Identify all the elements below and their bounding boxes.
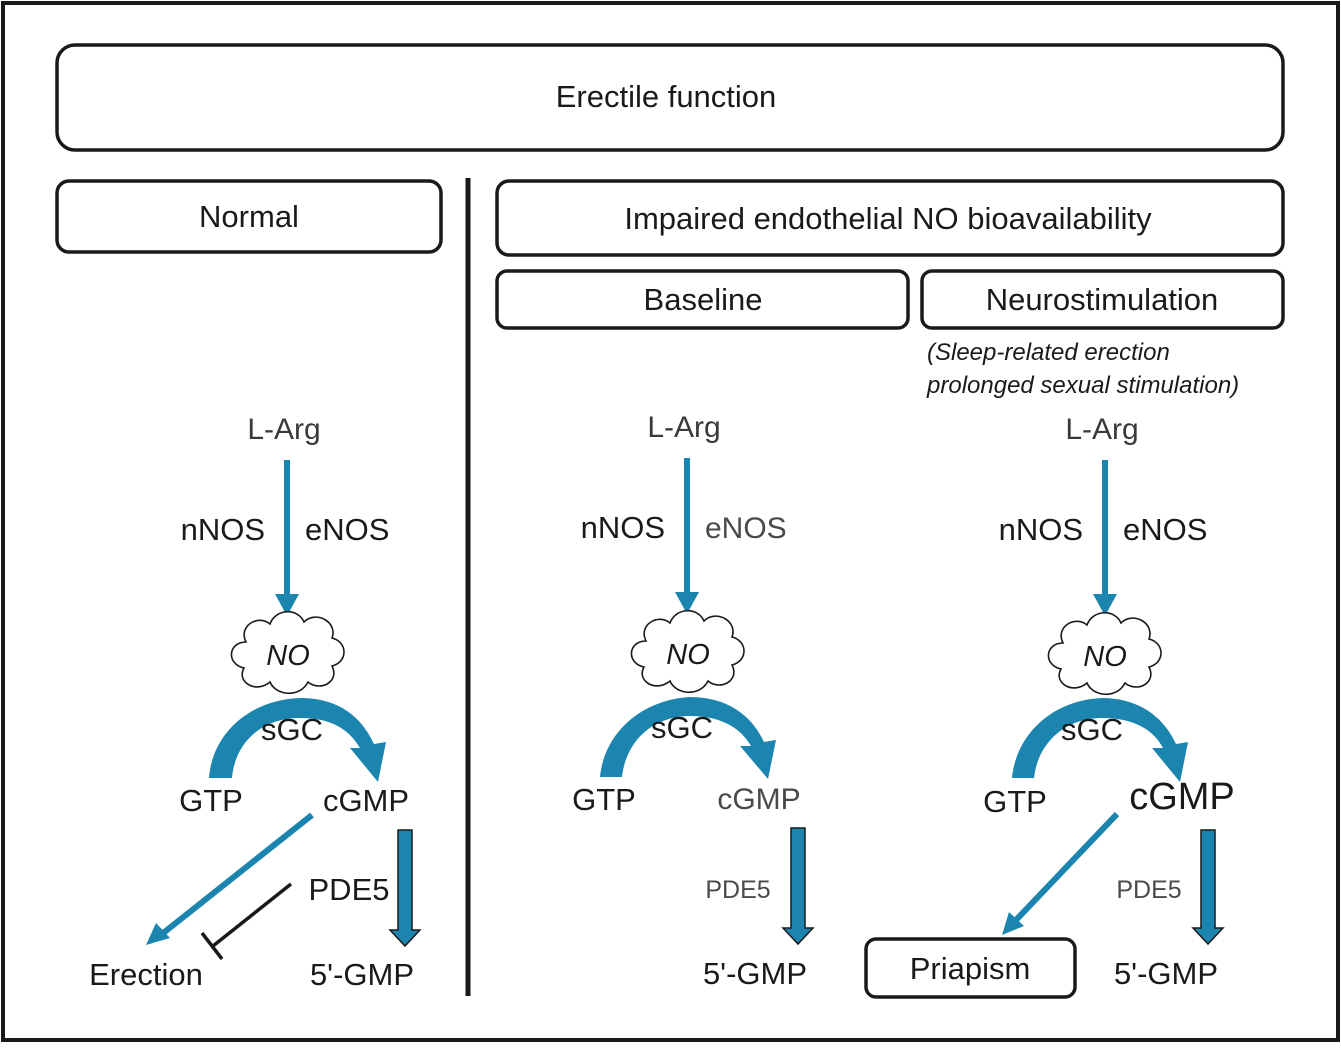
normal-pde5: PDE5 bbox=[309, 872, 390, 907]
priapism-box: Priapism bbox=[864, 937, 1077, 999]
baseline-gtp: GTP bbox=[572, 782, 636, 817]
diagram-title: Erectile function bbox=[556, 79, 777, 114]
neuro-nos-arrowhead bbox=[1093, 594, 1117, 616]
baseline-nnos: nNOS bbox=[581, 510, 665, 545]
normal-inhibition-bar bbox=[200, 931, 224, 961]
normal-nos-arrowhead bbox=[275, 594, 299, 616]
normal-pde5-arrow bbox=[388, 829, 422, 948]
neuro-note-line1: (Sleep-related erection bbox=[927, 339, 1170, 366]
normal-label: Normal bbox=[199, 199, 299, 234]
normal-outcome: Erection bbox=[89, 957, 203, 992]
neuro-priapism-arrowhead bbox=[1002, 912, 1024, 935]
neuro-enos: eNOS bbox=[1123, 512, 1207, 547]
neuro-no: NO bbox=[1083, 641, 1127, 673]
neuro-substrate: L-Arg bbox=[1065, 413, 1138, 446]
baseline-sgc-arrow bbox=[600, 697, 776, 779]
normal-pathway: L-Arg nNOS eNOS NO sGC GTP cGMP PDE5 Ere… bbox=[89, 413, 422, 992]
baseline-enos: eNOS bbox=[705, 512, 787, 545]
neuro-label: Neurostimulation bbox=[986, 282, 1219, 317]
neuro-pde5: PDE5 bbox=[1116, 876, 1181, 904]
neuro-outcome: Priapism bbox=[910, 951, 1031, 986]
normal-sgc-arrow bbox=[209, 698, 386, 782]
baseline-nos-arrowhead bbox=[675, 592, 699, 614]
normal-product: 5'-GMP bbox=[310, 957, 414, 992]
neuro-gtp: GTP bbox=[983, 784, 1047, 819]
baseline-substrate: L-Arg bbox=[647, 411, 720, 444]
baseline-pathway: L-Arg nNOS eNOS NO sGC GTP cGMP PDE5 5'-… bbox=[572, 411, 815, 991]
baseline-pde5: PDE5 bbox=[705, 876, 770, 904]
normal-erection-arrow bbox=[160, 812, 314, 937]
title-box: Erectile function bbox=[55, 43, 1285, 152]
normal-enos: eNOS bbox=[305, 512, 389, 547]
neuro-priapism-arrow bbox=[1013, 811, 1120, 923]
normal-cgmp: cGMP bbox=[323, 783, 409, 818]
baseline-no: NO bbox=[666, 639, 710, 671]
neuro-cgmp: cGMP bbox=[1129, 776, 1235, 818]
neuro-header-box: Neurostimulation bbox=[920, 269, 1285, 330]
neuro-sgc-arrow bbox=[1012, 698, 1188, 782]
baseline-cgmp: cGMP bbox=[717, 783, 800, 816]
normal-erection-arrowhead bbox=[146, 923, 170, 945]
normal-header-box: Normal bbox=[55, 179, 443, 254]
normal-gtp: GTP bbox=[179, 783, 243, 818]
baseline-label: Baseline bbox=[644, 282, 763, 317]
normal-inhibition-line bbox=[211, 882, 293, 948]
normal-substrate: L-Arg bbox=[247, 413, 320, 446]
baseline-header-box: Baseline bbox=[495, 269, 910, 330]
impaired-header-box: Impaired endothelial NO bioavailability bbox=[495, 179, 1285, 257]
neuro-note-line2: prolonged sexual stimulation) bbox=[926, 372, 1239, 399]
neuro-pathway: L-Arg nNOS eNOS NO sGC GTP cGMP PDE5 Pri… bbox=[864, 413, 1235, 999]
normal-nnos: nNOS bbox=[181, 512, 265, 547]
impaired-label: Impaired endothelial NO bioavailability bbox=[624, 201, 1152, 236]
neuro-pde5-arrow bbox=[1191, 829, 1225, 946]
normal-no: NO bbox=[266, 640, 310, 672]
baseline-sgc: sGC bbox=[651, 710, 713, 745]
neuro-product: 5'-GMP bbox=[1114, 956, 1218, 991]
baseline-product: 5'-GMP bbox=[703, 956, 807, 991]
baseline-pde5-arrow bbox=[781, 827, 815, 946]
neuro-sgc: sGC bbox=[1061, 712, 1123, 747]
neuro-nnos: nNOS bbox=[999, 512, 1083, 547]
normal-sgc: sGC bbox=[261, 712, 323, 747]
